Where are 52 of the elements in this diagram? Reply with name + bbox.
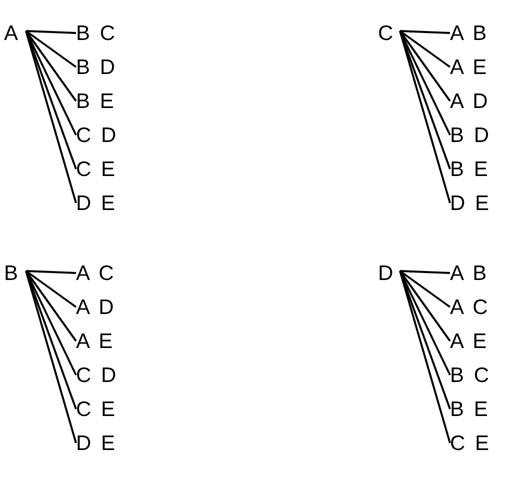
outcome-label: B D: [76, 54, 138, 80]
tree-branch-line: [400, 30, 450, 34]
outcome-label: B D: [450, 122, 512, 148]
tree-branch-line: [399, 30, 451, 136]
outcome-label: D E: [76, 430, 138, 456]
tree-branch-line: [25, 30, 77, 204]
outcome-label: B E: [450, 156, 512, 182]
tree-branch-line: [25, 270, 77, 444]
tree-branch-line: [399, 30, 451, 102]
outcome-label: C E: [76, 396, 138, 422]
outcome-label: C E: [450, 430, 512, 456]
tree-branch-line: [399, 270, 451, 376]
tree-branch-line: [25, 30, 77, 170]
tree-branch-line: [25, 270, 77, 342]
outcome-label: C D: [76, 362, 138, 388]
outcome-label: B C: [76, 20, 138, 46]
outcome-label: A E: [450, 328, 512, 354]
outcome-label: D E: [76, 190, 138, 216]
tree-branch-line: [25, 30, 77, 68]
tree-branch-line: [25, 30, 77, 136]
outcome-label: A C: [450, 294, 512, 320]
outcome-label: D E: [450, 190, 512, 216]
outcome-label: A D: [450, 88, 512, 114]
root-label: B: [4, 260, 26, 286]
tree-branch-line: [25, 270, 77, 308]
tree-branch-line: [25, 270, 77, 410]
tree-branch-line: [399, 30, 451, 68]
outcome-label: A D: [76, 294, 138, 320]
outcome-label: C E: [76, 156, 138, 182]
tree-branch-line: [399, 30, 451, 204]
root-label: A: [4, 20, 26, 46]
outcome-label: B E: [450, 396, 512, 422]
outcome-label: A B: [450, 20, 512, 46]
tree-branch-line: [25, 270, 77, 376]
tree-branch-line: [399, 270, 451, 410]
root-label: C: [378, 20, 400, 46]
tree-branch-line: [25, 30, 77, 102]
outcome-label: A C: [76, 260, 138, 286]
tree-branch-line: [399, 270, 451, 342]
outcome-label: C D: [76, 122, 138, 148]
outcome-label: A E: [450, 54, 512, 80]
tree-branch-line: [399, 270, 451, 308]
root-label: D: [378, 260, 400, 286]
outcome-label: B E: [76, 88, 138, 114]
tree-branch-line: [400, 270, 450, 274]
tree-branch-line: [26, 30, 76, 34]
tree-branch-line: [399, 270, 451, 444]
outcome-label: A B: [450, 260, 512, 286]
tree-branch-line: [399, 30, 451, 170]
outcome-label: B C: [450, 362, 512, 388]
outcome-label: A E: [76, 328, 138, 354]
tree-branch-line: [26, 270, 76, 274]
